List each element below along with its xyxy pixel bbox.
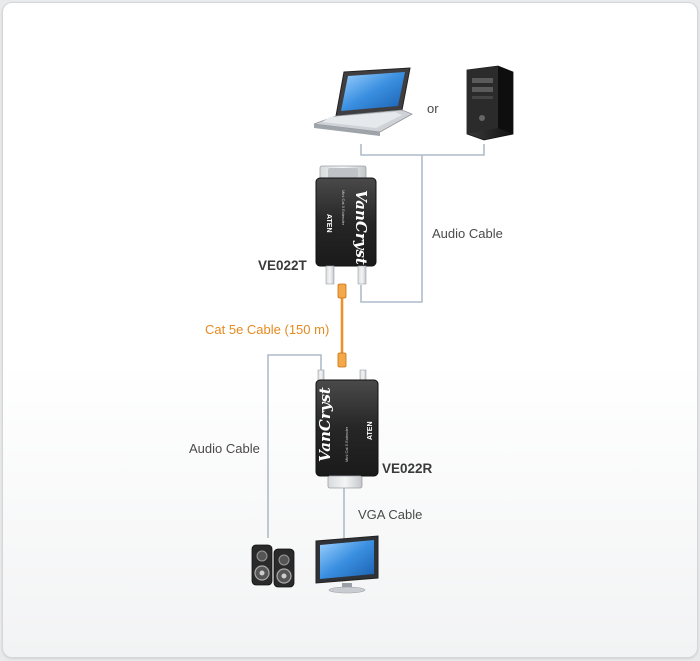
audio-cable-top-line	[360, 144, 485, 303]
ve022t-device-icon: VanCryst Mini Cat 5 Extender ATEN	[315, 165, 377, 285]
vga-cable-label: VGA Cable	[358, 507, 423, 522]
or-label: or	[427, 101, 439, 116]
ve022t-logo: VanCryst	[352, 190, 370, 265]
ve022t-label: VE022T	[258, 258, 307, 273]
monitor-icon	[315, 535, 379, 594]
ve022t-brand: ATEN	[325, 214, 332, 233]
cat5e-cable-label: Cat 5e Cable (150 m)	[205, 322, 330, 337]
audio-cable-label-left: Audio Cable	[189, 441, 260, 456]
laptop-icon	[313, 67, 413, 136]
ve022r-brand: ATEN	[367, 421, 374, 440]
svg-text:Mini Cat 5 Extender: Mini Cat 5 Extender	[344, 426, 349, 462]
svg-text:Mini Cat 5 Extender: Mini Cat 5 Extender	[341, 190, 346, 226]
desktop-tower-icon	[466, 65, 514, 141]
audio-cable-left-line	[267, 354, 322, 538]
audio-cable-label-top: Audio Cable	[432, 226, 503, 241]
ve022r-label: VE022R	[382, 461, 433, 476]
speakers-icon	[251, 544, 295, 588]
ve022r-logo: VanCryst	[316, 387, 334, 462]
ve022r-device-icon: VanCryst Mini Cat 5 Extender ATEN	[315, 369, 379, 489]
cat5e-cable-line	[337, 283, 347, 368]
